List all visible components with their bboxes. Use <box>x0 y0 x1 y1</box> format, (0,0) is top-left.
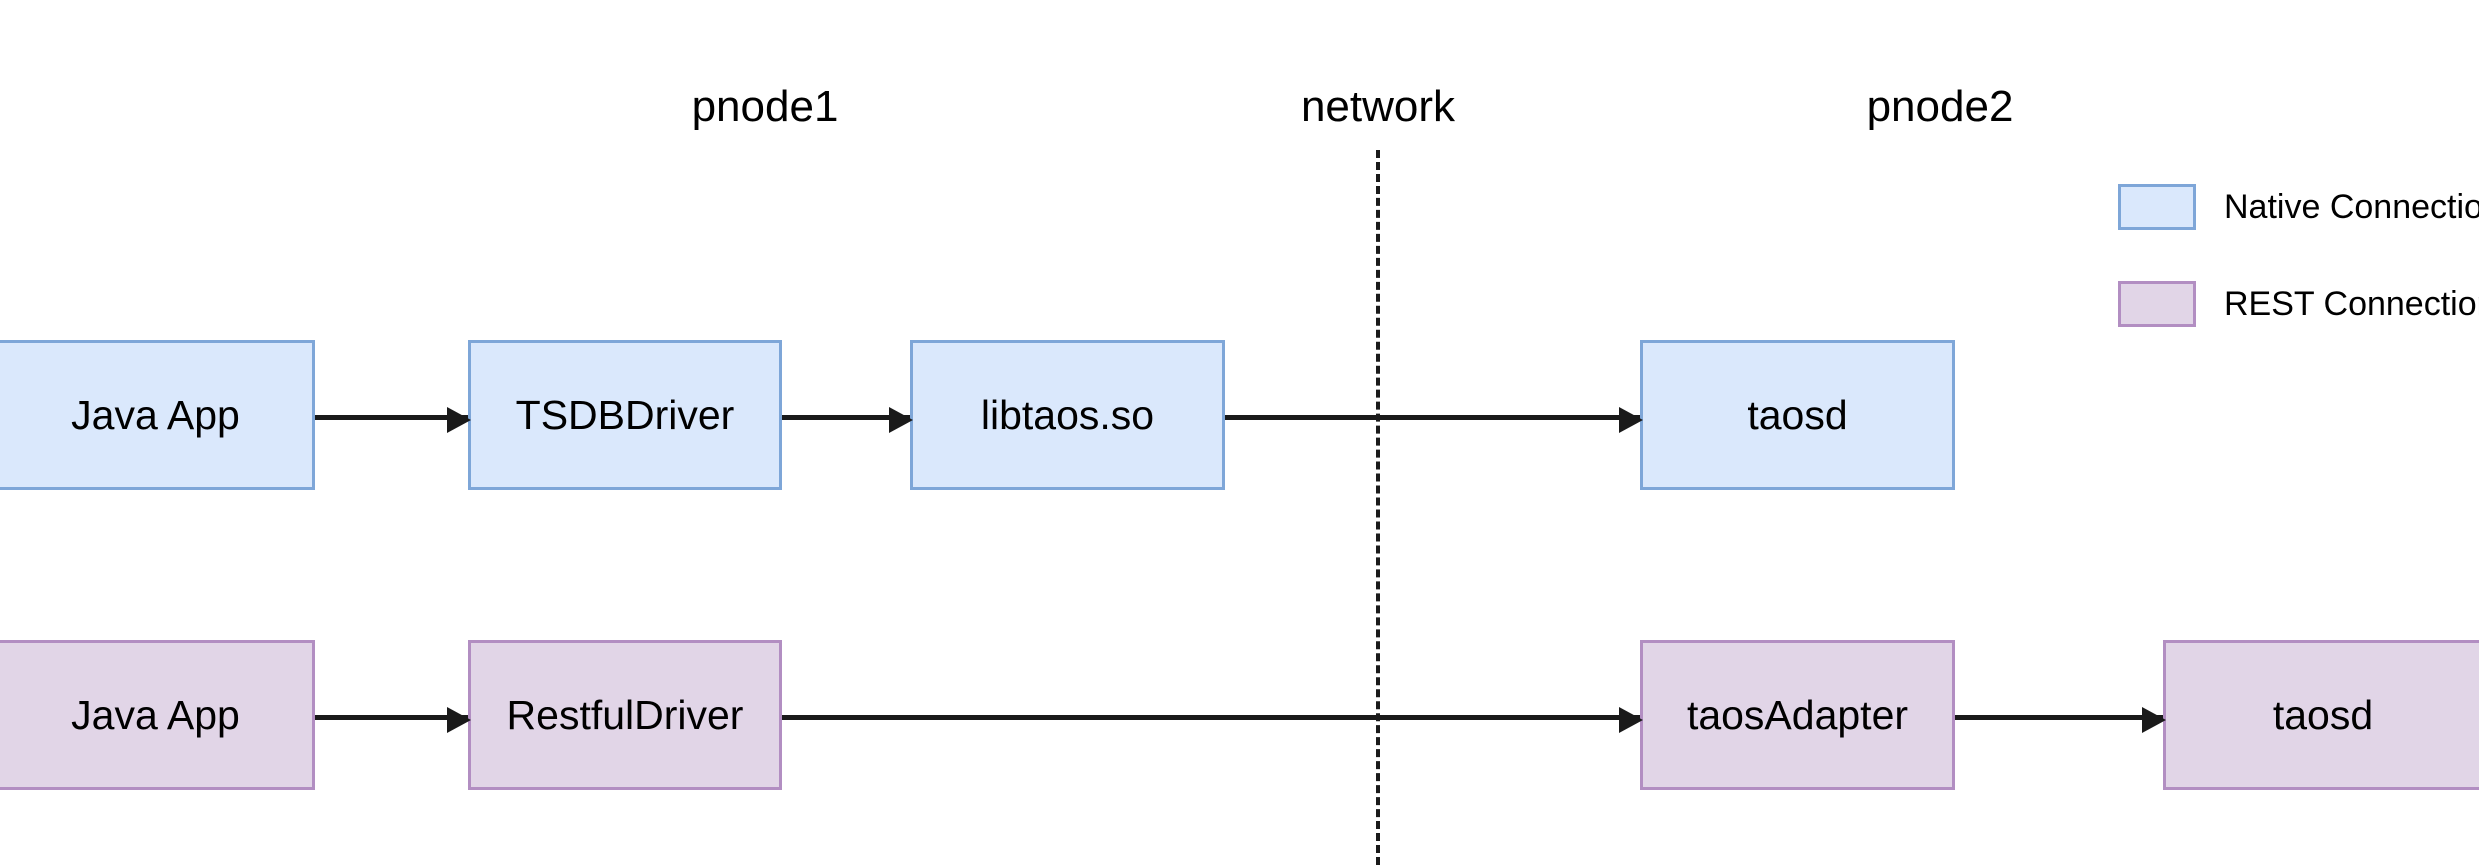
node-taosd-rest[interactable]: taosd <box>2163 640 2479 790</box>
zone-label-pnode1: pnode1 <box>691 82 839 131</box>
arrow-javaapp-to-restfuldriver <box>315 707 471 733</box>
node-java-app-rest[interactable]: Java App <box>0 640 315 790</box>
node-tsdbdriver[interactable]: TSDBDriver <box>468 340 782 490</box>
legend-swatch-native-icon <box>2118 184 2196 230</box>
legend-label-native: Native Connection <box>2224 188 2479 226</box>
legend-label-rest: REST Connection <box>2224 285 2479 323</box>
node-java-app-native[interactable]: Java App <box>0 340 315 490</box>
legend-row-rest: REST Connection <box>2118 281 2479 327</box>
node-taosd-native[interactable]: taosd <box>1640 340 1955 490</box>
arrow-javaapp-to-tsdbdriver <box>315 407 471 433</box>
network-boundary-line <box>1376 150 1380 865</box>
arrow-restfuldriver-to-adapter <box>782 707 1643 733</box>
node-taosadapter[interactable]: taosAdapter <box>1640 640 1955 790</box>
zone-label-pnode2: pnode2 <box>1866 82 2014 131</box>
arrow-adapter-to-taosd <box>1955 707 2166 733</box>
arrow-libtaos-to-taosd <box>1225 407 1643 433</box>
legend-row-native: Native Connection <box>2118 184 2479 230</box>
legend-swatch-rest-icon <box>2118 281 2196 327</box>
node-restfuldriver[interactable]: RestfulDriver <box>468 640 782 790</box>
zone-label-network: network <box>1300 82 1456 131</box>
node-libtaos-so[interactable]: libtaos.so <box>910 340 1225 490</box>
arrow-tsdbdriver-to-libtaos <box>782 407 913 433</box>
